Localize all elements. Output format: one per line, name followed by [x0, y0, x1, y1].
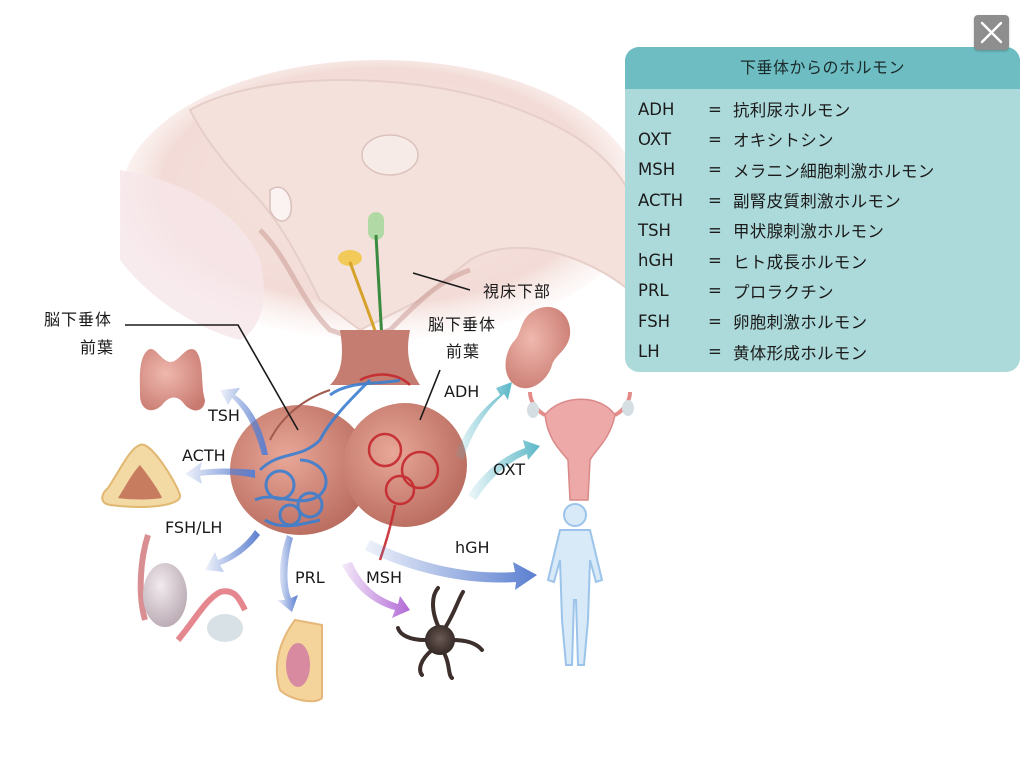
adh-label: ADH	[444, 382, 480, 401]
legend-equals: =	[708, 129, 722, 149]
legend-title: 下垂体からのホルモン	[625, 47, 1020, 89]
legend-abbr: hGH	[638, 251, 674, 271]
breast-icon	[275, 618, 323, 703]
kidney-icon	[505, 306, 571, 389]
hypothalamus-label: 視床下部	[483, 282, 552, 301]
legend-name: 甲状腺刺激ホルモン	[733, 222, 885, 242]
legend-equals: =	[708, 160, 722, 180]
thyroid-icon	[139, 348, 205, 411]
legend-abbr: LH	[638, 342, 660, 362]
msh-arrow	[342, 562, 410, 618]
legend-row-oxt: OXT = オキシトシン	[625, 124, 1020, 154]
legend-abbr: PRL	[638, 281, 669, 301]
legend-row-tsh: TSH = 甲状腺刺激ホルモン	[625, 215, 1020, 245]
oxt-label: OXT	[493, 460, 526, 479]
testis-icon	[137, 534, 187, 627]
legend-name: 黄体形成ホルモン	[733, 343, 868, 363]
msh-label: MSH	[366, 568, 402, 587]
legend-equals: =	[708, 342, 722, 362]
legend-equals: =	[708, 220, 722, 240]
legend-name: 抗利尿ホルモン	[733, 101, 851, 121]
legend-abbr: FSH	[638, 311, 671, 331]
tsh-label: TSH	[208, 406, 240, 425]
legend-name: ヒト成長ホルモン	[733, 252, 868, 272]
legend-name: 副腎皮質刺激ホルモン	[733, 192, 901, 212]
legend-abbr: MSH	[638, 160, 676, 180]
legend-row-acth: ACTH = 副腎皮質刺激ホルモン	[625, 185, 1020, 215]
tsh-arrow	[220, 388, 268, 455]
anterior-pituitary-label-left-line2: 前葉	[80, 338, 115, 357]
legend-equals: =	[708, 99, 722, 119]
legend-abbr: TSH	[638, 220, 671, 240]
anterior-pituitary-label-left-line1: 脳下垂体	[44, 310, 113, 329]
legend-row-prl: PRL = プロラクチン	[625, 276, 1020, 306]
legend-list: ADH=抗利尿ホルモン OXT=オキシトシン MSH=メラニン細胞刺激ホルモン …	[625, 89, 1020, 367]
legend-name: プロラクチン	[733, 282, 834, 302]
fsh-lh-arrow	[205, 530, 260, 572]
brain-section	[120, 60, 641, 343]
legend-equals: =	[708, 190, 722, 210]
acth-label: ACTH	[182, 446, 226, 465]
legend-equals: =	[708, 311, 722, 331]
legend-row-msh: MSH = メラニン細胞刺激ホルモン	[625, 155, 1020, 185]
ovary-icon	[175, 588, 248, 642]
legend-abbr: OXT	[638, 129, 672, 149]
legend-row-lh: LH = 黄体形成ホルモン	[625, 336, 1020, 366]
legend-abbr: ACTH	[638, 190, 684, 210]
hgh-label: hGH	[455, 538, 490, 557]
legend-equals: =	[708, 281, 722, 301]
oxt-arrow	[468, 440, 540, 500]
pituitary-gland	[230, 330, 467, 561]
legend-name: オキシトシン	[733, 131, 834, 151]
legend-row-hgh: hGH = ヒト成長ホルモン	[625, 245, 1020, 275]
legend-name: 卵胞刺激ホルモン	[733, 313, 868, 333]
close-button[interactable]	[974, 15, 1009, 50]
close-icon	[980, 21, 1003, 44]
legend-row-fsh: FSH = 卵胞刺激ホルモン	[625, 306, 1020, 336]
hormone-legend-panel: 下垂体からのホルモン ADH = 抗利尿ホルモン OXT = オキシトシン MSH = メラ…	[625, 47, 1020, 372]
uterus-icon	[527, 391, 634, 501]
pituitary-label-right-line2: 前葉	[446, 342, 481, 361]
pituitary-label-right-line1: 脳下垂体	[428, 315, 497, 334]
legend-equals: =	[708, 251, 722, 271]
prl-label: PRL	[295, 568, 325, 587]
adrenal-gland-icon	[101, 443, 181, 508]
acth-arrow	[185, 462, 255, 484]
hgh-arrow	[365, 540, 537, 590]
legend-abbr: ADH	[638, 99, 675, 119]
legend-row-adh: ADH = 抗利尿ホルモン	[625, 94, 1020, 124]
legend-name: メラニン細胞刺激ホルモン	[733, 161, 935, 181]
prl-arrow	[277, 535, 298, 612]
fsh-lh-label: FSH/LH	[165, 518, 223, 537]
hormone-arrows	[185, 382, 540, 618]
human-body-icon	[546, 503, 604, 666]
pointer-lines	[125, 272, 471, 431]
adh-arrow	[455, 382, 512, 460]
melanocyte-icon	[396, 586, 484, 680]
